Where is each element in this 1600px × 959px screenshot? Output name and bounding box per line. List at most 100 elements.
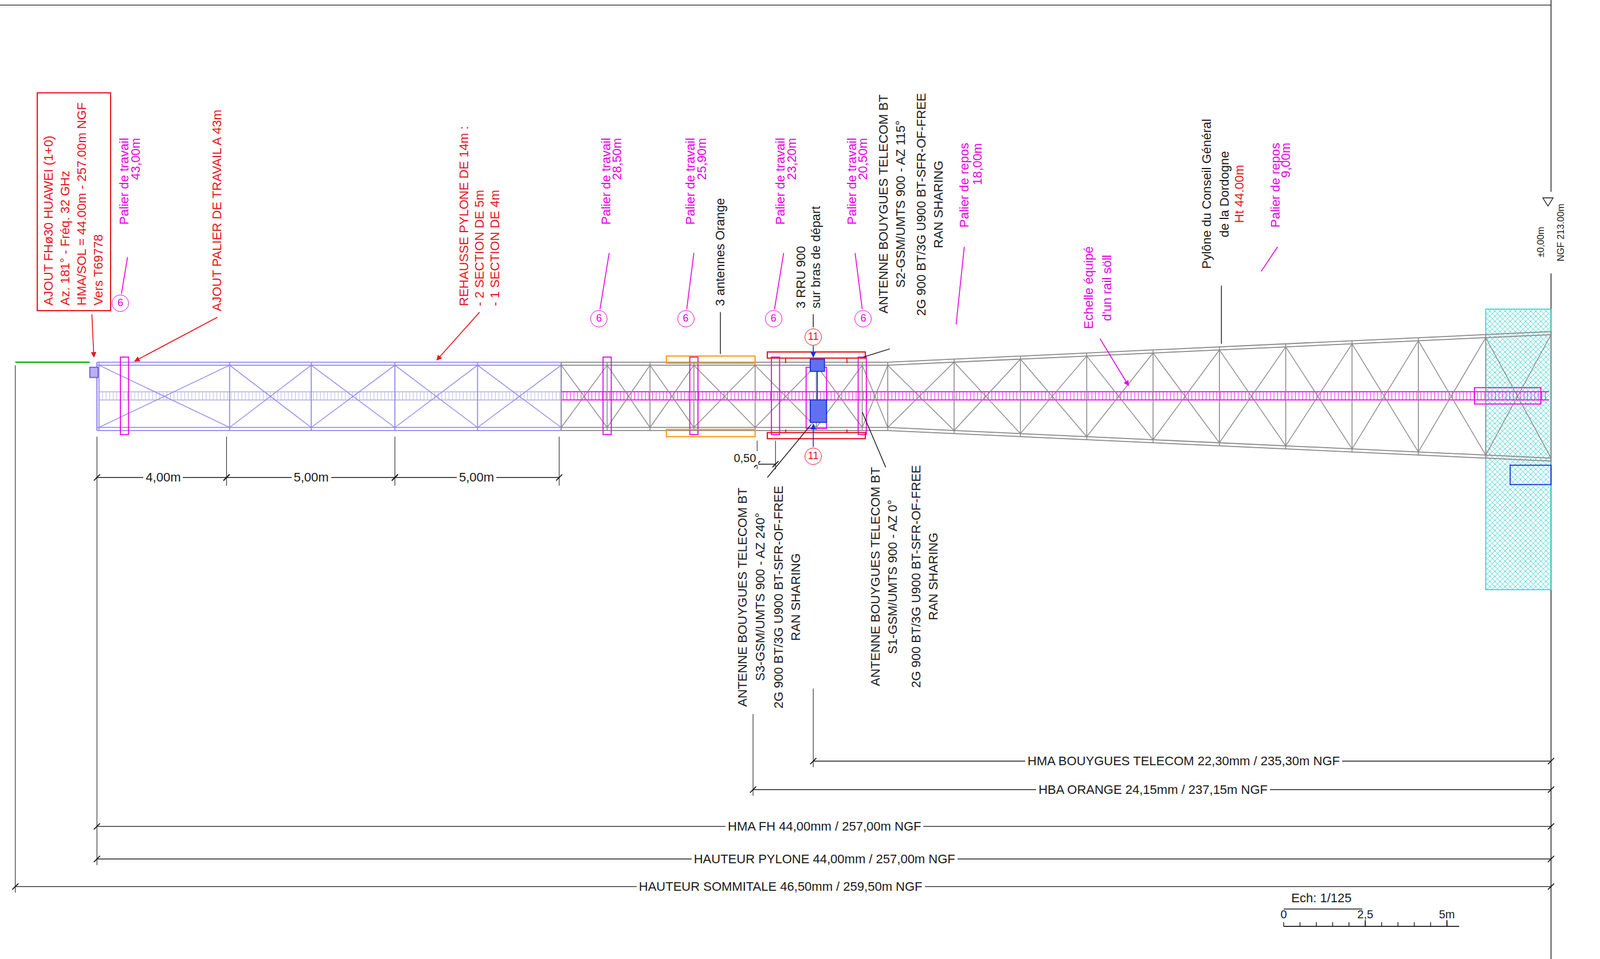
pylon-brace [693,365,756,428]
ladder-rung [420,391,421,400]
antenna-label: RAN SHARING [926,532,941,621]
ladder-rung [1413,391,1414,400]
dimension-line [757,463,776,465]
ladder-rung [1341,391,1343,400]
ladder-rung [1327,391,1328,400]
ladder-rung [1027,391,1029,400]
ladder-rung [698,391,700,400]
ladder-rung [1423,391,1425,400]
equipment-label: sur bras de départ [808,205,824,309]
ladder-rung [1391,391,1392,400]
annotation-text: HMA/SOL = 44.00m - 257.00m NGF [74,102,90,306]
pylon-brace [606,365,650,428]
pylon-post [649,362,651,431]
ladder-rung [1263,391,1264,400]
pylon-post [1020,355,1022,437]
ladder-rung [645,391,646,400]
ladder-rung [927,391,928,400]
ladder-rung [973,391,975,400]
ladder-rung [1255,391,1257,400]
ladder-rung [1009,391,1010,400]
ladder-rung [1523,391,1525,400]
scale-tick [1348,922,1349,927]
ladder-rung [1430,391,1432,400]
ladder-rung [1202,391,1203,400]
pylon-post [754,362,756,431]
ladder-rung [327,391,328,400]
leader-line [812,314,814,328]
leader-line [436,312,480,361]
ladder-rung [213,391,214,400]
ladder-rung [1123,391,1125,400]
base-plate [1510,465,1551,485]
ladder-rung [620,391,621,400]
antenna-label: 2G 900 BT/3G U900 BT-SFR-OF-FREE [771,485,787,709]
ladder-rung [1069,391,1071,400]
pylon-brace [755,365,817,428]
equipment-label: 3 antennes Orange [712,198,728,307]
ladder-rung [1362,391,1364,400]
extension-post [229,362,231,431]
ladder-rung [930,391,932,400]
ladder-rung [1298,391,1300,400]
ladder-rung [344,391,346,400]
ladder-rung [688,391,689,400]
dimension-tick [1547,822,1555,830]
platform-frame [806,367,827,429]
ladder-rung [648,391,650,400]
rru-unit [810,358,825,371]
ladder-rung [738,391,739,400]
platform-label: 18,00m [970,142,986,185]
ladder-rung [473,391,475,400]
ladder-rail [561,391,1549,393]
ladder-rung [1405,391,1407,400]
drawing-group [0,0,1555,959]
ladder-rung [934,391,936,400]
antenna-mount [846,429,848,433]
extension-line [753,714,754,796]
ladder-rung [852,391,853,400]
dimension-label: HBA ORANGE 24,15mm / 237,15m NGF [1036,782,1270,798]
dimension-label: 5,00m [456,469,497,485]
antenna-label: ANTENNE BOUYGUES TELECOM BT [868,467,884,686]
leader-line [1261,246,1278,272]
bt-antenna [767,351,866,359]
ladder-rung [666,391,668,400]
ladder-rung [1527,391,1528,400]
ladder-rung [948,391,949,400]
ladder-rung [402,391,403,400]
ladder-rung [413,391,414,400]
ladder-rung [116,391,117,400]
ladder-rung [1348,391,1349,400]
pylon-brace [1351,340,1419,449]
ladder-rung [530,391,532,400]
ladder-rung [338,391,339,400]
ladder-rung [134,391,136,400]
ladder-rung [152,391,154,400]
scale-tick [1446,919,1448,927]
ladder-rung [1488,391,1489,400]
ladder-rung [1127,391,1128,400]
ladder-rung [577,391,578,400]
ladder-rung [587,391,589,400]
annotation-text: AJOUT FHø30 HUAWEI (1+0) [41,135,57,306]
ladder-rung [766,391,768,400]
ladder-rung [1445,391,1446,400]
ladder-rung [1344,391,1346,400]
platform-label: 43,00m [128,137,144,180]
ladder-rung [541,391,543,400]
ladder-rung [634,391,635,400]
ladder-rung [1166,391,1168,400]
ladder-rung [613,391,614,400]
ladder-rung [1373,391,1375,400]
dimension-label: HAUTEUR PYLONE 44,00mm / 257,00m NGF [691,851,958,867]
ladder-rung [1309,391,1311,400]
ladder-rung [1205,391,1207,400]
leader-line [862,412,886,468]
ladder-rung [941,391,943,400]
ladder-rung [759,391,760,400]
antenna-label: S1-GSM/UMTS 900 - AZ 0° [885,499,901,654]
ladder-rung [138,391,139,400]
ladder-rung [1409,391,1410,400]
ladder-rung [252,391,253,400]
